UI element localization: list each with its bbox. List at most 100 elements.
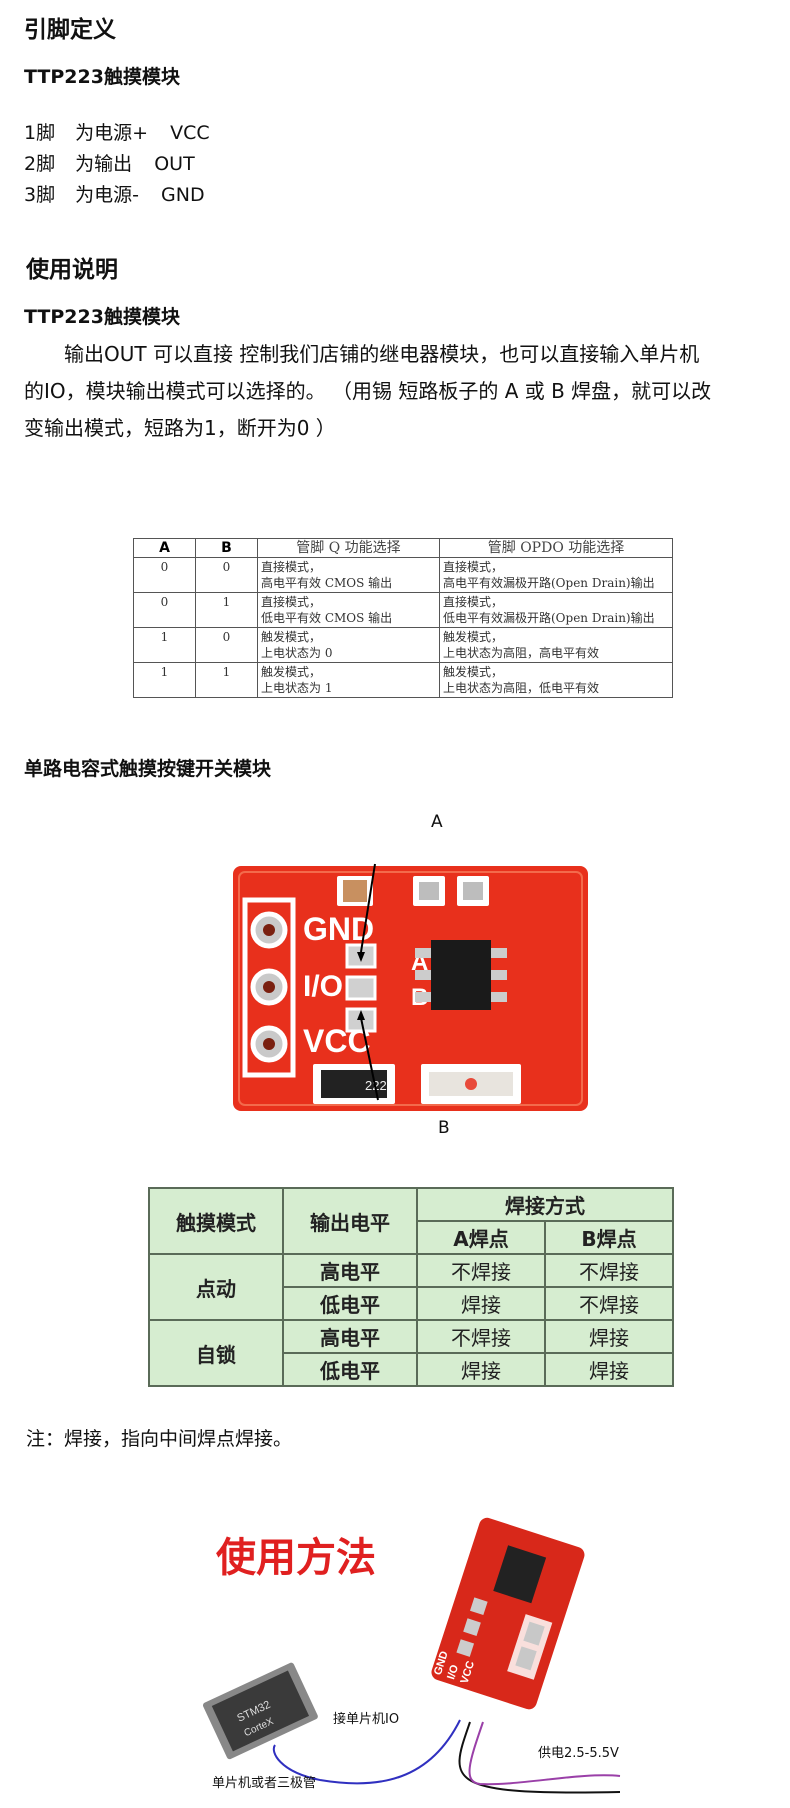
table-row: 自锁 高电平 不焊接 焊接	[148, 1319, 674, 1387]
usage-diagram-title: 使用方法	[216, 1535, 376, 1581]
cell-text: 直接模式，	[443, 560, 504, 574]
pin-row: 1脚 为电源+ VCC	[24, 118, 210, 145]
board-io-label: I/O	[303, 970, 343, 1003]
cell-b: 1	[195, 662, 258, 698]
table-row: 0 1 直接模式， 低电平有效 CMOS 输出 直接模式， 低电平有效漏极开路(Op…	[133, 592, 673, 628]
pin-desc: 为电源-	[75, 184, 139, 206]
cell-text: 高电平有效漏极开路(Open Drain)输出	[443, 576, 655, 590]
cell-text: 低电平有效漏极开路(Open Drain)输出	[443, 611, 655, 625]
callout-b-line	[360, 1017, 379, 1101]
power-wire	[468, 1721, 621, 1786]
config-header-opdo: 管脚 OPDO 功能选择	[439, 538, 673, 558]
weld-header-b: B焊点	[544, 1220, 674, 1255]
table-row: 1 1 触发模式， 上电状态为 1 触发模式， 上电状态为高阻，低电平有效	[133, 662, 673, 698]
pin-def-title: 引脚定义	[24, 17, 116, 43]
config-table: A B 管脚 Q 功能选择 管脚 OPDO 功能选择 0 0 直接模式， 高电平有…	[133, 538, 673, 698]
module-small: GND I/O VCC	[431, 1517, 585, 1710]
cell-text: 高电平有效 CMOS 输出	[261, 576, 393, 590]
cell-b: 0	[195, 557, 258, 593]
weld-note: 注：焊接，指向中间焊点焊接。	[26, 1428, 293, 1450]
usage-paragraph: 输出OUT 可以直接 控制我们店铺的继电器模块，也可以直接输入单片机 的IO，模…	[24, 336, 784, 447]
cell-text: 触发模式，	[261, 665, 322, 679]
weld-header-level: 输出电平	[282, 1187, 418, 1255]
table-row: 低电平 焊接 不焊接	[149, 1286, 674, 1321]
weld-a: 不焊接	[416, 1253, 546, 1288]
callout-a: A	[431, 812, 443, 832]
cell-a: 1	[133, 627, 196, 663]
config-header-a: A	[133, 538, 196, 558]
cell-b: 0	[195, 627, 258, 663]
weld-header-weld: 焊接方式	[416, 1187, 674, 1222]
cell-text: 直接模式，	[261, 595, 322, 609]
usage-module: TTP223触摸模块	[24, 306, 180, 328]
cell-a: 0	[133, 557, 196, 593]
weld-b: 不焊接	[544, 1253, 674, 1288]
ttp223-board-image: GND I/O VCC A B 222	[233, 863, 588, 1111]
cell-text: 低电平有效 CMOS 输出	[261, 611, 393, 625]
solder-pads	[345, 943, 377, 1033]
cell-text: 上电状态为 1	[261, 681, 333, 695]
mcu-chip: STM32 CorteX	[202, 1662, 318, 1760]
cell-text: 上电状态为 0	[261, 646, 333, 660]
header-pins	[242, 897, 296, 1078]
callout-b: B	[438, 1118, 450, 1138]
weld-level: 低电平	[282, 1352, 418, 1387]
weld-b: 焊接	[544, 1352, 674, 1387]
cell-q: 触发模式， 上电状态为 0	[257, 627, 440, 663]
usage-diagram: GND I/O VCC STM32 CorteX	[202, 1517, 621, 1794]
cell-text: 上电状态为高阻，高电平有效	[443, 646, 600, 660]
cell-q: 直接模式， 低电平有效 CMOS 输出	[257, 592, 440, 628]
cell-text: 直接模式，	[261, 560, 322, 574]
weld-header-mode: 触摸模式	[148, 1187, 284, 1255]
cell-a: 0	[133, 592, 196, 628]
weld-a: 焊接	[416, 1286, 546, 1321]
pin-num: 3脚	[24, 184, 56, 206]
usage-line: 变输出模式，短路为1，断开为0 ）	[24, 416, 336, 440]
pin-row: 3脚 为电源- GND	[24, 180, 205, 207]
callout-a-line	[360, 863, 376, 953]
usage-line: 的IO，模块输出模式可以选择的。 （用锡 短路板子的 A 或 B 焊盘，就可以改	[24, 379, 712, 403]
weld-b: 焊接	[544, 1319, 674, 1354]
pin-row: 2脚 为输出 OUT	[24, 149, 195, 176]
cell-opdo: 触发模式， 上电状态为高阻，高电平有效	[439, 627, 673, 663]
table-row: 低电平 焊接 焊接	[149, 1352, 674, 1387]
cell-text: 上电状态为高阻，低电平有效	[443, 681, 600, 695]
pin-name: VCC	[170, 122, 210, 144]
weld-a: 不焊接	[416, 1319, 546, 1354]
pin-desc: 为电源+	[75, 122, 149, 144]
pin-name: GND	[161, 184, 205, 206]
cell-text: 触发模式，	[261, 630, 322, 644]
cell-text: 直接模式，	[443, 595, 504, 609]
pcb-body	[233, 866, 588, 1111]
io-label: 接单片机IO	[333, 1712, 400, 1727]
cell-opdo: 直接模式， 高电平有效漏极开路(Open Drain)输出	[439, 557, 673, 593]
gnd-wire	[458, 1721, 621, 1794]
pin-num: 1脚	[24, 122, 56, 144]
cell-opdo: 触发模式， 上电状态为高阻，低电平有效	[439, 662, 673, 698]
weld-header-a: A焊点	[416, 1220, 546, 1255]
module-section-title: 单路电容式触摸按键开关模块	[24, 758, 272, 780]
cell-a: 1	[133, 662, 196, 698]
weld-b: 不焊接	[544, 1286, 674, 1321]
io-wire	[272, 1719, 461, 1785]
ic-chip	[431, 940, 491, 1010]
table-row: 0 0 直接模式， 高电平有效 CMOS 输出 直接模式， 高电平有效漏极开路(Op…	[133, 557, 673, 593]
config-header-b: B	[195, 538, 258, 558]
module-pin-io: I/O	[445, 1663, 461, 1681]
cell-q: 触发模式， 上电状态为 1	[257, 662, 440, 698]
weld-level: 高电平	[282, 1319, 418, 1354]
weld-mode: 自锁	[148, 1319, 284, 1387]
pin-def-module: TTP223触摸模块	[24, 66, 180, 88]
power-label: 供电2.5-5.5V	[538, 1746, 619, 1761]
cell-text: 触发模式，	[443, 665, 504, 679]
config-header-q: 管脚 Q 功能选择	[257, 538, 440, 558]
cell-opdo: 直接模式， 低电平有效漏极开路(Open Drain)输出	[439, 592, 673, 628]
weld-table: 触摸模式 输出电平 焊接方式 A焊点 B焊点 点动 高电平 不焊接 不焊接 低电…	[148, 1187, 674, 1387]
cell-text: 触发模式，	[443, 630, 504, 644]
weld-a: 焊接	[416, 1352, 546, 1387]
cell-b: 1	[195, 592, 258, 628]
table-row: 1 0 触发模式， 上电状态为 0 触发模式， 上电状态为高阻，高电平有效	[133, 627, 673, 663]
pin-num: 2脚	[24, 153, 56, 175]
pin-name: OUT	[154, 153, 195, 175]
weld-level: 高电平	[282, 1253, 418, 1288]
